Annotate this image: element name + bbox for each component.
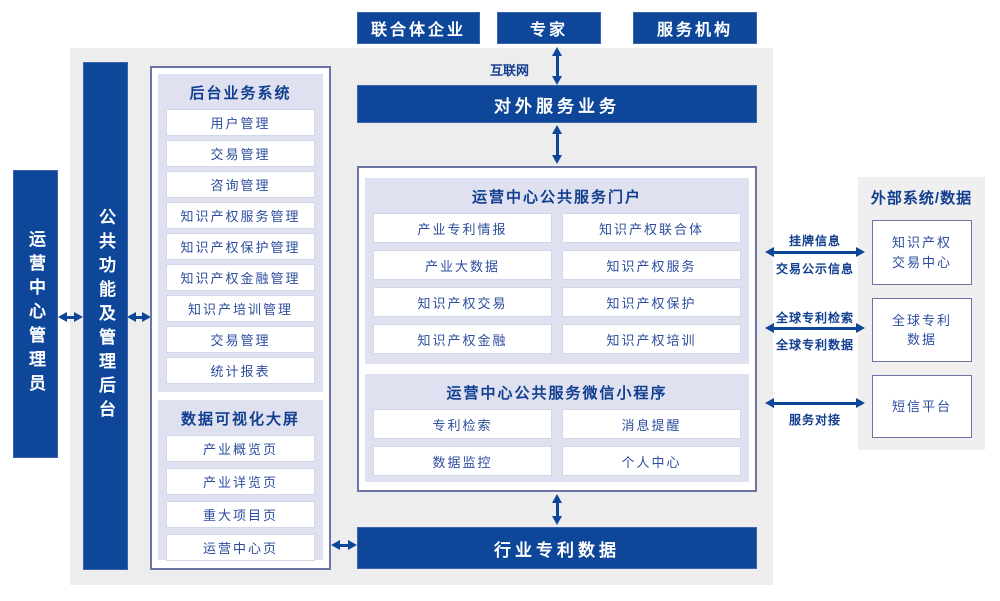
list-item: 个人中心 (562, 446, 741, 476)
external-systems-title: 外部系统/数据 (870, 190, 973, 207)
dashboard-group: 数据可视化大屏 产业概览页 产业详览页 重大项目页 运营中心页 (158, 400, 323, 561)
list-item: 知识产权金融 (373, 324, 552, 354)
list-item: 交易管理 (166, 326, 315, 353)
actor-expert-box: 专家 (497, 12, 601, 44)
global-patent-data-box: 全球专利 数据 (872, 298, 972, 362)
backend-system-group: 后台业务系统 用户管理 交易管理 咨询管理 知识产权服务管理 知识产权保护管理 … (158, 74, 323, 392)
industry-patent-data-label: 行业专利数据 (494, 540, 620, 560)
list-item: 统计报表 (166, 357, 315, 384)
actor-expert-label: 专家 (529, 22, 568, 39)
list-item: 知识产权服务 (562, 250, 741, 280)
list-item: 知识产权保护 (562, 287, 741, 317)
dashboard-list: 产业概览页 产业详览页 重大项目页 运营中心页 (166, 435, 315, 561)
list-item: 数据监控 (373, 446, 552, 476)
portal-title: 运营中心公共服务门户 (471, 189, 642, 206)
list-item: 知识产培训管理 (166, 295, 315, 322)
actor-service-org-label: 服务机构 (656, 22, 733, 39)
list-item: 重大项目页 (166, 501, 315, 528)
list-item: 产业专利情报 (373, 213, 552, 243)
list-item: 产业概览页 (166, 435, 315, 462)
list-item: 用户管理 (166, 109, 315, 136)
miniprogram-group: 运营中心公共服务微信小程序 专利检索 消息提醒 数据监控 个人中心 (365, 374, 749, 482)
operator-admin-label: 运营中心管理员 (26, 230, 45, 398)
trading-center-double-arrow-icon (765, 247, 865, 257)
global-patent-data-label: 全球专利数据 (775, 338, 854, 352)
actor-service-org-box: 服务机构 (633, 12, 757, 44)
dashboard-to-patent-data-double-arrow-icon (331, 540, 357, 550)
actor-union-enterprise-box: 联合体企业 (357, 12, 480, 44)
trade-publicity-label: 交易公示信息 (775, 262, 854, 276)
list-item: 咨询管理 (166, 171, 315, 198)
service-docking-label: 服务对接 (788, 413, 841, 427)
external-service-bar: 对外服务业务 (357, 85, 757, 123)
global-patent-double-arrow-icon (765, 323, 865, 333)
list-item: 产业详览页 (166, 468, 315, 495)
portal-grid: 产业专利情报 知识产权联合体 产业大数据 知识产权服务 知识产权交易 知识产权保… (373, 213, 741, 354)
list-item: 交易管理 (166, 140, 315, 167)
admin-to-common-double-arrow-icon (58, 312, 83, 322)
common-functions-label: 公共功能及管理后台 (96, 208, 115, 424)
list-item: 产业大数据 (373, 250, 552, 280)
dashboard-title: 数据可视化大屏 (180, 411, 300, 428)
list-item: 运营中心页 (166, 534, 315, 561)
miniprogram-title: 运营中心公共服务微信小程序 (446, 385, 668, 402)
backend-system-list: 用户管理 交易管理 咨询管理 知识产权服务管理 知识产权保护管理 知识产权金融管… (166, 109, 315, 384)
industry-patent-data-bar: 行业专利数据 (357, 527, 757, 569)
common-functions-rail: 公共功能及管理后台 (83, 62, 128, 570)
backend-panel: 后台业务系统 用户管理 交易管理 咨询管理 知识产权服务管理 知识产权保护管理 … (150, 66, 331, 570)
actor-union-enterprise-label: 联合体企业 (370, 22, 466, 39)
portal-group: 运营中心公共服务门户 产业专利情报 知识产权联合体 产业大数据 知识产权服务 知… (365, 178, 749, 364)
list-item: 知识产权培训 (562, 324, 741, 354)
operator-admin-rail: 运营中心管理员 (13, 170, 58, 458)
backend-system-title: 后台业务系统 (189, 85, 292, 102)
external-service-label: 对外服务业务 (494, 96, 620, 116)
global-patent-search-label: 全球专利检索 (775, 311, 854, 325)
listing-info-label: 挂牌信息 (788, 234, 841, 248)
common-to-backend-double-arrow-icon (127, 312, 151, 322)
internet-double-arrow-icon (552, 47, 562, 85)
list-item: 知识产权金融管理 (166, 264, 315, 291)
list-item: 专利检索 (373, 409, 552, 439)
list-item: 知识产权联合体 (562, 213, 741, 243)
miniprogram-grid: 专利检索 消息提醒 数据监控 个人中心 (373, 409, 741, 476)
list-item: 知识产权交易 (373, 287, 552, 317)
ip-trading-center-box: 知识产权 交易中心 (872, 220, 972, 285)
public-service-panel: 运营中心公共服务门户 产业专利情报 知识产权联合体 产业大数据 知识产权服务 知… (357, 166, 757, 492)
external-systems-panel: 外部系统/数据 知识产权 交易中心 全球专利 数据 短信平台 (858, 177, 985, 450)
list-item: 消息提醒 (562, 409, 741, 439)
internet-label: 互联网 (490, 63, 530, 78)
list-item: 知识产权服务管理 (166, 202, 315, 229)
sms-double-arrow-icon (765, 398, 865, 408)
service-to-portal-double-arrow-icon (552, 125, 562, 164)
list-item: 知识产权保护管理 (166, 233, 315, 260)
portal-to-patent-data-double-arrow-icon (552, 494, 562, 525)
sms-platform-box: 短信平台 (872, 375, 972, 438)
